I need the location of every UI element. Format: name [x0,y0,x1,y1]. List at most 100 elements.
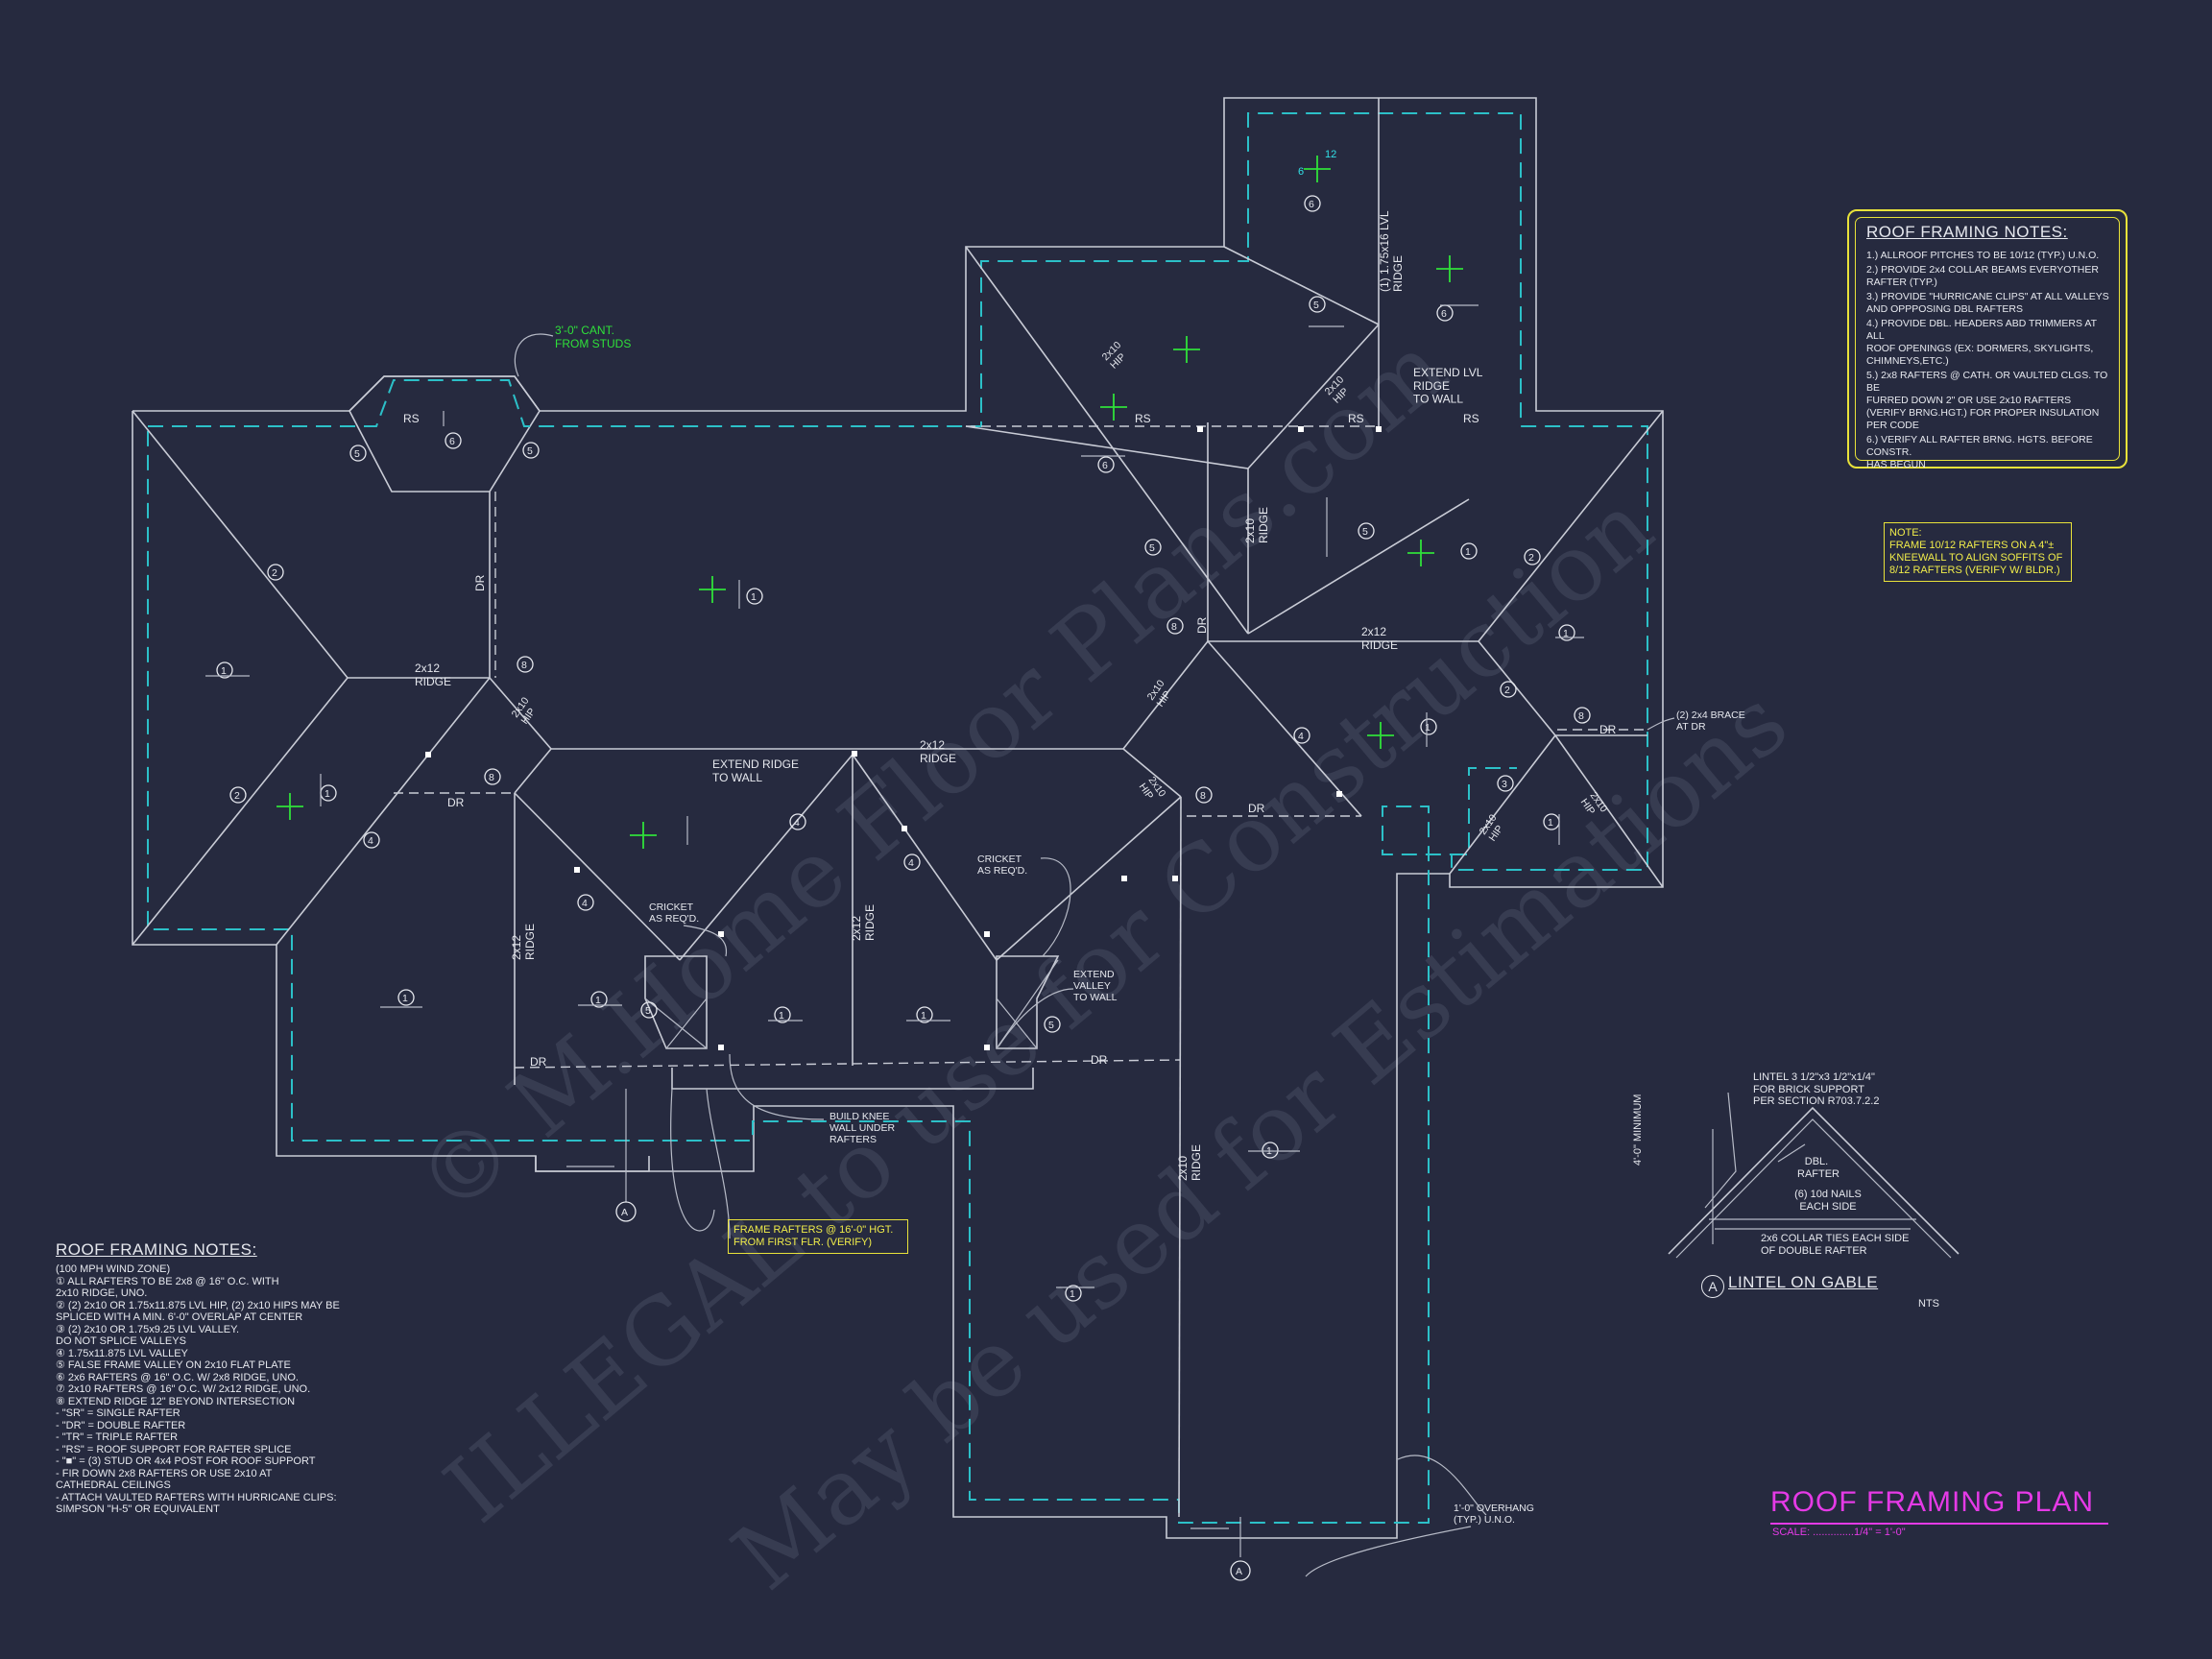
lintel-marker: A [1701,1275,1724,1298]
notes-bottom-item-11: - "TR" = TRIPLE RAFTER [56,1431,179,1443]
lintel-dbl-rafter: DBL. RAFTER [1797,1156,1839,1180]
lintel-note: LINTEL 3 1/2"x3 1/2"x1/4" FOR BRICK SUPP… [1753,1071,1880,1107]
hip-label-2: 2x10HIP [1145,678,1177,709]
ridge-vert-2: 2x12RIDGE [850,904,877,941]
notes-top-item-4: 4.) PROVIDE DBL. HEADERS ABD TRIMMERS AT… [1866,318,2097,367]
notes-top-item-5: 5.) 2x8 RAFTERS @ CATH. OR VAULTED CLGS.… [1866,370,2108,431]
svg-text:6: 6 [1309,199,1314,210]
notes-bottom-item-3: ③ (2) 2x10 OR 1.75x9.25 LVL VALLEY. DO N… [56,1323,240,1348]
svg-text:5: 5 [354,448,360,460]
notes-bottom-item-13: - "■" = (3) STUD OR 4x4 POST FOR ROOF SU… [56,1455,316,1467]
framing-lines [132,98,1664,1518]
dr-label-3: DR [1091,1053,1108,1067]
svg-text:1: 1 [751,591,757,603]
svg-text:1: 1 [1548,817,1553,829]
roof-posts [425,426,1382,1050]
svg-text:4: 4 [582,898,588,909]
watermarks: © M.Home Floor Plans.com ILLEGAL to use … [397,314,1808,1611]
notes-bottom-item-8: ⑧ EXTEND RIDGE 12" BEYOND INTERSECTION [56,1395,296,1407]
callout-circles: 2 1 2 4 1 1 1 4 4 4 1 5 1 1 5 6 5 5 5 6 … [216,195,1591,1302]
notes-bottom-title: ROOF FRAMING NOTES: [56,1240,257,1259]
plan-scale: SCALE: ..............1/4" = 1'-0" [1772,1527,1906,1538]
svg-text:2: 2 [1504,685,1510,696]
svg-text:8: 8 [1578,710,1584,722]
roof-framing-notes-bottom: ROOF FRAMING NOTES: (100 MPH WIND ZONE) … [56,1240,421,1516]
svg-text:4: 4 [368,835,373,847]
roof-framing-notes-top: ROOF FRAMING NOTES: 1.) ALLROOF PITCHES … [1847,209,2128,470]
svg-text:1: 1 [595,995,601,1006]
section-marker-a-left[interactable] [615,1201,637,1222]
svg-text:3: 3 [1502,779,1507,790]
section-marker-a-bottom[interactable] [1230,1560,1251,1581]
svg-text:5: 5 [1362,526,1368,538]
rs-label-4: RS [1463,412,1479,425]
notes-inner-border [1855,217,2120,461]
dr-label-7: DR [1195,616,1209,634]
hip-label-4: 2x10HIP [1137,775,1168,806]
svg-text:6: 6 [1441,308,1447,320]
notes-bottom-item-15: - ATTACH VAULTED RAFTERS WITH HURRICANE … [56,1491,337,1516]
notes-top-item-2: 2.) PROVIDE 2x4 COLLAR BEAMS EVERYOTHER … [1866,264,2099,288]
svg-text:8: 8 [489,772,494,783]
ridge-vert-3: 2x10RIDGE [1176,1144,1203,1181]
svg-text:1: 1 [779,1010,784,1022]
svg-text:2: 2 [272,567,277,579]
wall-lines [147,112,1648,1524]
svg-text:2: 2 [234,790,240,802]
lintel-detail [1668,1092,1960,1259]
lintel-min-label: 4'-0" MINIMUM [1632,1094,1644,1166]
svg-text:6: 6 [1102,460,1108,471]
svg-text:5: 5 [527,445,533,457]
svg-text:5: 5 [1149,542,1155,554]
notes-top-item-3: 3.) PROVIDE "HURRICANE CLIPS" AT ALL VAL… [1866,291,2109,315]
dr-label-2: DR [530,1055,547,1069]
lintel-collar: 2x6 COLLAR TIES EACH SIDE OF DOUBLE RAFT… [1761,1233,1910,1257]
svg-text:5: 5 [645,1005,651,1017]
dr-label-1: DR [447,796,465,809]
svg-text:1: 1 [402,993,408,1004]
frame-rafters-note-box: FRAME RAFTERS @ 16'-0" HGT. FROM FIRST F… [728,1219,908,1254]
svg-text:6: 6 [449,436,455,447]
pitch-label-12: 12 [1325,149,1336,160]
notes-bottom-item-2: ② (2) 2x10 OR 1.75x11.875 LVL HIP, (2) 2… [56,1299,340,1324]
hip-label-3: 2x10HIP [510,695,541,727]
section-marker-a-bottom-text: A [1236,1566,1242,1577]
dr-label-5: DR [1599,723,1617,736]
plan-title: ROOF FRAMING PLAN [1770,1486,2095,1518]
hip-label-6: 2x10HIP [1478,812,1509,844]
section-marker-a-left-text: A [621,1207,628,1218]
notes-bottom-item-0: (100 MPH WIND ZONE) [56,1263,171,1275]
kneewall-note-box: NOTE: FRAME 10/12 RAFTERS ON A 4"± KNEEW… [1884,522,2072,582]
svg-text:1: 1 [1465,546,1471,558]
overhang-label: 1'-0" OVERHANG(TYP.) U.N.O. [1454,1503,1534,1526]
notes-bottom-item-14: - FIR DOWN 2x8 RAFTERS OR USE 2x10 AT CA… [56,1467,273,1492]
svg-text:1: 1 [921,1010,926,1022]
lvl-ridge-label: (1) 1.75x16 LVLRIDGE [1378,210,1405,292]
lintel-nts: NTS [1918,1298,1939,1310]
ridge-vert-1: 2x12RIDGE [510,924,537,960]
lintel-title: LINTEL ON GABLE [1728,1273,1879,1291]
svg-text:1: 1 [221,665,227,677]
section-markers[interactable]: A A [615,1201,1251,1581]
pitch-label-6: 6 [1298,166,1304,178]
notes-bottom-item-12: - "RS" = ROOF SUPPORT FOR RAFTER SPLICE [56,1443,292,1455]
svg-text:8: 8 [1171,621,1177,633]
svg-text:5: 5 [1048,1020,1054,1031]
svg-text:4: 4 [1298,731,1304,742]
notes-top-item-1: 1.) ALLROOF PITCHES TO BE 10/12 (TYP.) U… [1866,250,2100,261]
notes-bottom-item-1: ① ALL RAFTERS TO BE 2x8 @ 16" O.C. WITH … [56,1275,279,1300]
lintel-nails: (6) 10d NAILS EACH SIDE [1794,1189,1862,1213]
rs-label-3: RS [1348,412,1364,425]
svg-text:5: 5 [1313,300,1319,311]
slope-arrows [205,304,1584,1529]
notes-bottom-item-4: ④ 1.75x11.875 LVL VALLEY [56,1347,188,1359]
